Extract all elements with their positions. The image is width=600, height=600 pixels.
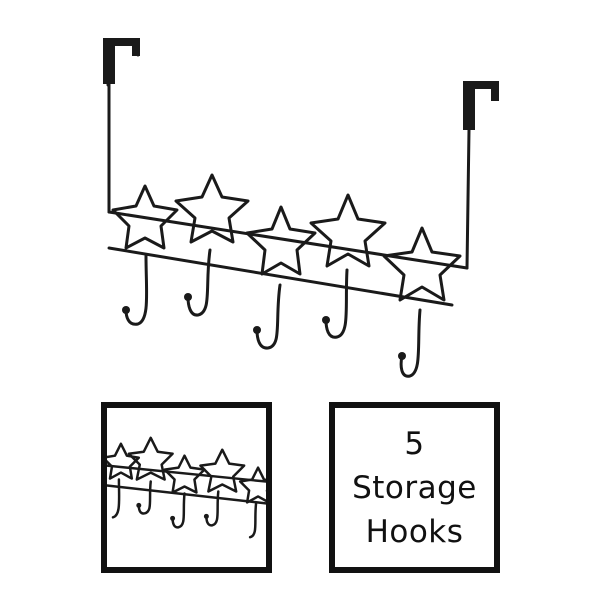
star-2 bbox=[174, 173, 250, 244]
star-5 bbox=[382, 226, 462, 302]
hook-1 bbox=[124, 254, 149, 326]
left-hanger-clip bbox=[103, 40, 115, 84]
close-up-image bbox=[107, 436, 266, 539]
hook-4 bbox=[324, 268, 349, 339]
top-rail bbox=[107, 210, 469, 270]
star-4 bbox=[309, 193, 387, 268]
hook-5 bbox=[399, 308, 422, 378]
storage-label: Storage bbox=[352, 469, 477, 506]
right-hanger-clip bbox=[463, 82, 475, 130]
hook-count-panel: 5 Storage Hooks bbox=[329, 402, 500, 573]
hook-count-number: 5 bbox=[404, 425, 425, 462]
hook-3 bbox=[255, 283, 282, 350]
star-3 bbox=[245, 205, 317, 276]
star-1 bbox=[111, 184, 179, 250]
hook-2 bbox=[186, 248, 212, 317]
hooks-label: Hooks bbox=[365, 513, 464, 550]
over-door-star-hook-rack bbox=[103, 38, 499, 378]
close-up-detail-panel bbox=[101, 402, 272, 573]
bottom-rail bbox=[107, 246, 454, 307]
